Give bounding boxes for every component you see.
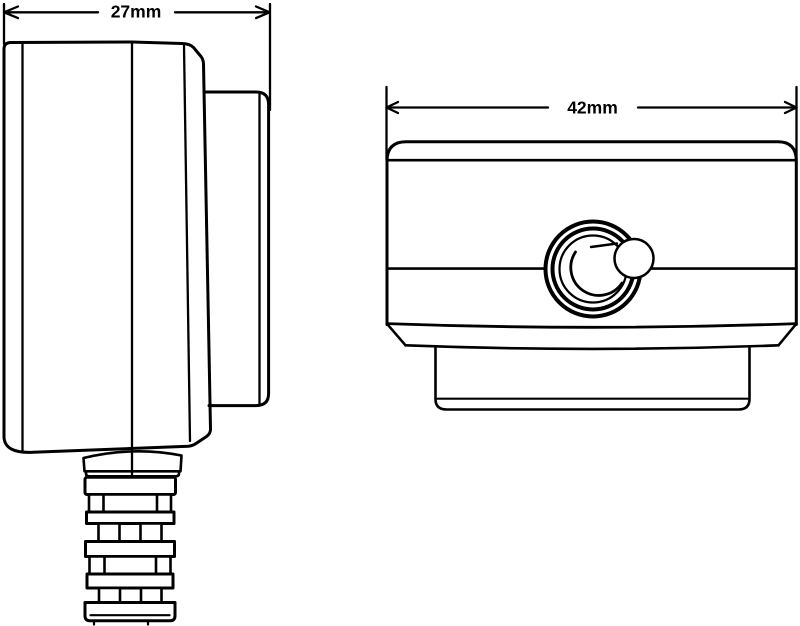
mounting-base <box>434 345 751 411</box>
front-face-bottom-edge <box>385 322 798 329</box>
strain-relief-tab-row <box>97 522 163 543</box>
arrowhead-right <box>254 5 271 20</box>
strain-relief-bottom-rib <box>83 601 177 623</box>
cable-strain-relief <box>83 475 177 626</box>
dimension-label-42mm: 42mm <box>567 98 618 118</box>
dimension-42mm: 42mm <box>385 85 798 162</box>
arrowhead-right <box>783 100 798 115</box>
arrowhead-left <box>385 100 400 115</box>
toggle-lever-shaft-line <box>589 242 619 249</box>
strain-relief-rib <box>85 572 175 590</box>
toggle-lever-knob <box>613 237 655 280</box>
dimension-27mm: 27mm <box>2 2 272 112</box>
strain-relief-tab-row <box>97 586 163 604</box>
strain-relief-band <box>88 555 172 576</box>
front-view: 42mm <box>385 85 798 411</box>
body-bevel-line-right <box>182 44 192 443</box>
strain-relief-rib <box>84 540 176 558</box>
toggle-switch <box>543 219 655 319</box>
front-body-outline <box>385 140 798 326</box>
lens-barrel <box>202 90 271 408</box>
strain-relief-band <box>87 493 173 514</box>
toggle-lever-base-arc <box>569 250 624 297</box>
dimension-label-27mm: 27mm <box>111 2 162 22</box>
front-taper <box>385 322 798 351</box>
device-body-outline <box>2 40 212 454</box>
arrowhead-left <box>2 5 20 20</box>
strain-relief-rib <box>83 475 177 496</box>
strain-relief-rib <box>85 510 176 525</box>
side-view: 27mm <box>2 2 272 626</box>
